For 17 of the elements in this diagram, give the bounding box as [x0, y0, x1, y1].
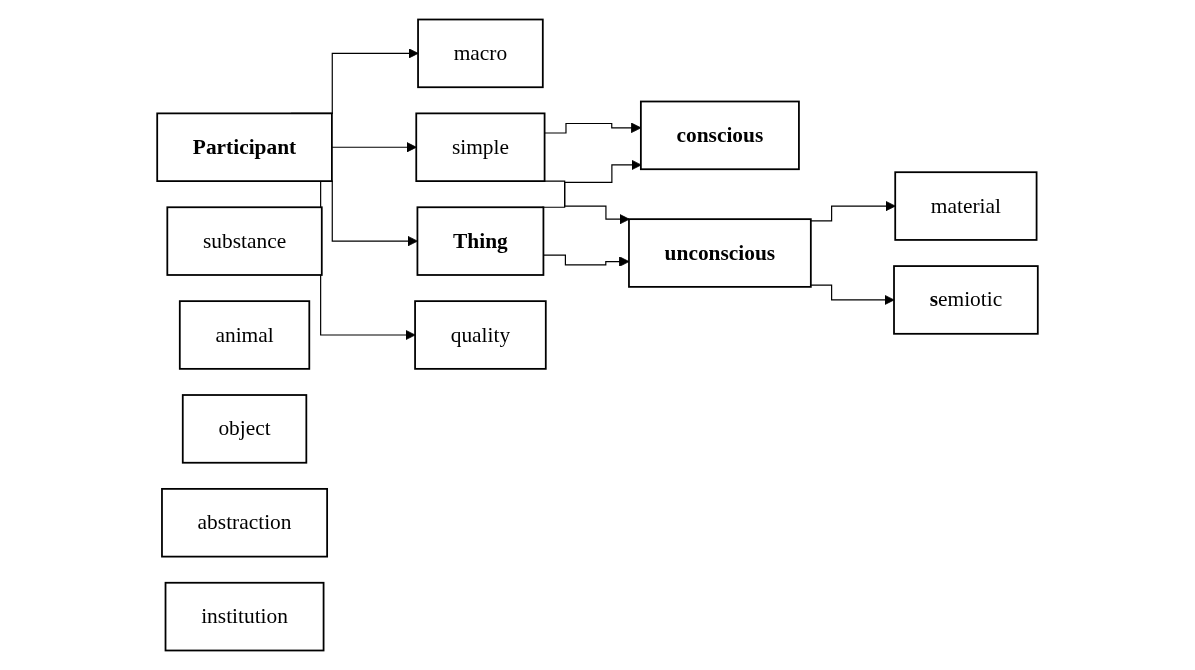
arrow [810, 284, 895, 306]
node-box: semiotic [893, 265, 1039, 335]
node-box: simple [415, 112, 546, 182]
node-box: object [181, 394, 308, 464]
node-box: conscious [639, 100, 800, 171]
node-box: Participant [156, 112, 333, 182]
node-box: unconscious [628, 218, 812, 288]
node-box: substance [166, 206, 323, 276]
node-box: macro [417, 18, 544, 89]
node-box: material [894, 171, 1038, 241]
node-box: institution [164, 581, 325, 652]
node-box: animal [178, 300, 311, 370]
node-box: quality [414, 300, 547, 370]
node-box: abstraction [161, 488, 328, 558]
arrow [810, 200, 896, 222]
node-box: Thing [416, 206, 545, 276]
arrow [331, 142, 417, 153]
